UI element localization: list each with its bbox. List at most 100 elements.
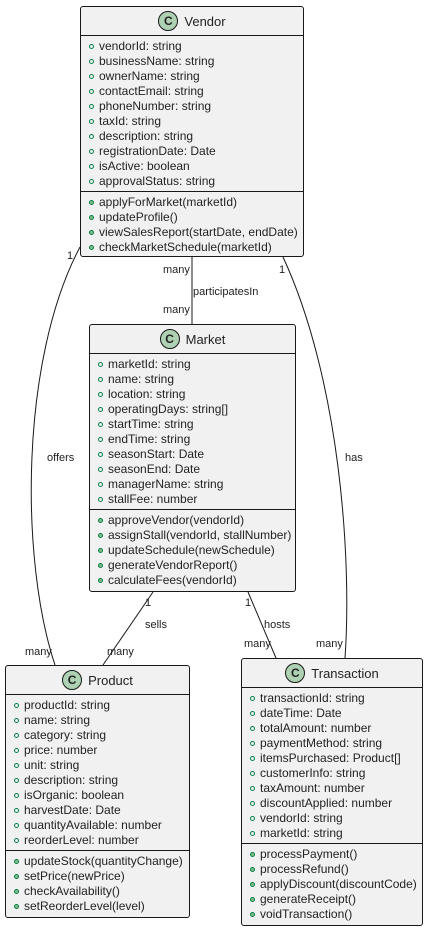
attribute: marketId: string bbox=[90, 357, 295, 372]
class-vendor[interactable]: C Vendor vendorId: string businessName: … bbox=[80, 6, 304, 257]
public-field-icon bbox=[98, 407, 103, 412]
public-method-icon bbox=[14, 904, 19, 909]
attribute: ownerName: string bbox=[81, 69, 303, 84]
method: updateProfile() bbox=[81, 210, 303, 225]
label-has: has bbox=[345, 452, 363, 464]
public-field-icon bbox=[250, 711, 255, 716]
public-method-icon bbox=[250, 897, 255, 902]
mult-product-sells: many bbox=[107, 646, 134, 658]
attribute: seasonEnd: Date bbox=[90, 462, 295, 477]
class-transaction[interactable]: C Transaction transactionId: string date… bbox=[241, 658, 423, 926]
attributes-section: transactionId: string dateTime: Date tot… bbox=[242, 688, 422, 844]
method: updateSchedule(newSchedule) bbox=[90, 543, 295, 558]
attribute: totalAmount: number bbox=[242, 721, 422, 736]
public-method-icon bbox=[98, 533, 103, 538]
public-field-icon bbox=[14, 718, 19, 723]
mult-vendor-has: 1 bbox=[279, 264, 286, 276]
public-field-icon bbox=[250, 786, 255, 791]
method: applyForMarket(marketId) bbox=[81, 195, 303, 210]
class-header: C Market bbox=[90, 325, 295, 354]
mult-product-offers: many bbox=[25, 646, 52, 658]
public-field-icon bbox=[89, 179, 94, 184]
class-stereotype-icon: C bbox=[158, 11, 179, 31]
public-field-icon bbox=[250, 756, 255, 761]
method: calculateFees(vendorId) bbox=[90, 573, 295, 588]
class-product[interactable]: C Product productId: string name: string… bbox=[5, 665, 190, 918]
edge-market-product bbox=[102, 591, 154, 666]
public-method-icon bbox=[250, 867, 255, 872]
public-method-icon bbox=[14, 889, 19, 894]
public-field-icon bbox=[89, 149, 94, 154]
attribute: price: number bbox=[6, 743, 189, 758]
public-method-icon bbox=[98, 518, 103, 523]
method: updateStock(quantityChange) bbox=[6, 854, 189, 869]
public-field-icon bbox=[250, 726, 255, 731]
public-method-icon bbox=[14, 874, 19, 879]
class-name: Product bbox=[88, 672, 133, 688]
public-field-icon bbox=[250, 696, 255, 701]
public-field-icon bbox=[98, 422, 103, 427]
public-field-icon bbox=[98, 377, 103, 382]
public-field-icon bbox=[250, 801, 255, 806]
public-field-icon bbox=[14, 838, 19, 843]
methods-section: approveVendor(vendorId) assignStall(vend… bbox=[90, 510, 295, 590]
public-field-icon bbox=[89, 119, 94, 124]
public-field-icon bbox=[89, 104, 94, 109]
public-method-icon bbox=[89, 215, 94, 220]
public-method-icon bbox=[89, 230, 94, 235]
attribute: taxId: string bbox=[81, 114, 303, 129]
public-method-icon bbox=[89, 200, 94, 205]
public-field-icon bbox=[250, 831, 255, 836]
class-market[interactable]: C Market marketId: string name: string l… bbox=[89, 324, 296, 592]
attribute: taxAmount: number bbox=[242, 781, 422, 796]
class-header: C Transaction bbox=[242, 659, 422, 688]
attribute: isOrganic: boolean bbox=[6, 788, 189, 803]
attributes-section: vendorId: string businessName: string ow… bbox=[81, 36, 303, 192]
attribute: seasonStart: Date bbox=[90, 447, 295, 462]
method: voidTransaction() bbox=[242, 907, 422, 922]
method: approveVendor(vendorId) bbox=[90, 513, 295, 528]
class-name: Vendor bbox=[184, 13, 226, 29]
method: generateReceipt() bbox=[242, 892, 422, 907]
class-stereotype-icon: C bbox=[62, 670, 83, 690]
public-method-icon bbox=[98, 578, 103, 583]
attribute: location: string bbox=[90, 387, 295, 402]
method: checkMarketSchedule(marketId) bbox=[81, 240, 303, 255]
methods-section: processPayment() processRefund() applyDi… bbox=[242, 844, 422, 924]
attribute: phoneNumber: string bbox=[81, 99, 303, 114]
public-field-icon bbox=[89, 89, 94, 94]
public-method-icon bbox=[89, 245, 94, 250]
method: generateVendorReport() bbox=[90, 558, 295, 573]
attributes-section: productId: string name: string category:… bbox=[6, 695, 189, 851]
mult-vendor-offers: 1 bbox=[67, 250, 74, 262]
attribute: approvalStatus: string bbox=[81, 174, 303, 189]
attribute: transactionId: string bbox=[242, 691, 422, 706]
class-stereotype-icon: C bbox=[285, 663, 306, 683]
method: processRefund() bbox=[242, 862, 422, 877]
public-method-icon bbox=[250, 852, 255, 857]
attribute: isActive: boolean bbox=[81, 159, 303, 174]
attribute: marketId: string bbox=[242, 826, 422, 841]
public-method-icon bbox=[250, 912, 255, 917]
label-offers: offers bbox=[47, 452, 75, 464]
attribute: reorderLevel: number bbox=[6, 833, 189, 848]
attribute: operatingDays: string[] bbox=[90, 402, 295, 417]
attribute: discountApplied: number bbox=[242, 796, 422, 811]
attribute: description: string bbox=[6, 773, 189, 788]
public-field-icon bbox=[250, 816, 255, 821]
public-field-icon bbox=[14, 763, 19, 768]
public-method-icon bbox=[98, 563, 103, 568]
attributes-section: marketId: string name: string location: … bbox=[90, 354, 295, 510]
public-field-icon bbox=[14, 823, 19, 828]
public-field-icon bbox=[89, 59, 94, 64]
attribute: stallFee: number bbox=[90, 492, 295, 507]
class-name: Transaction bbox=[311, 665, 379, 681]
public-field-icon bbox=[250, 741, 255, 746]
edge-vendor-product bbox=[30, 246, 81, 666]
attribute: vendorId: string bbox=[242, 811, 422, 826]
mult-transaction-has: many bbox=[316, 638, 343, 650]
attribute: unit: string bbox=[6, 758, 189, 773]
attribute: registrationDate: Date bbox=[81, 144, 303, 159]
mult-market-sells: 1 bbox=[145, 597, 152, 609]
public-field-icon bbox=[14, 778, 19, 783]
